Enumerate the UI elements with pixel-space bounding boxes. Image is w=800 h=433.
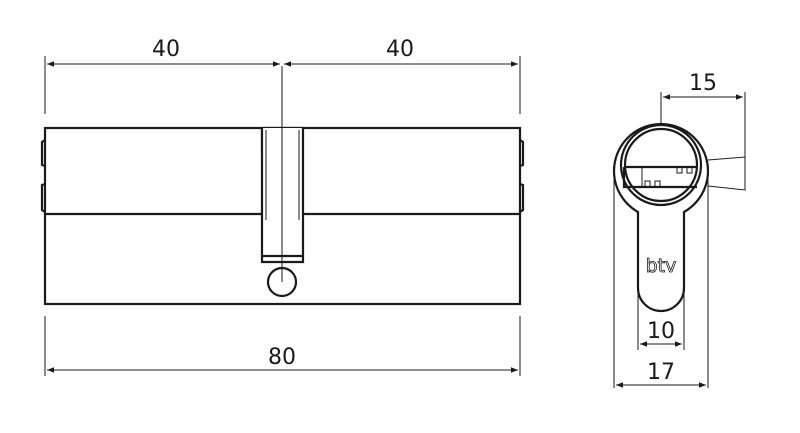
keyway	[622, 165, 698, 189]
dim-stem-width: 10	[647, 319, 675, 344]
right-end-tabs	[519, 139, 525, 213]
dim-total-length: 80	[268, 345, 296, 370]
key-pins	[641, 167, 693, 187]
side-view	[40, 66, 525, 306]
profile-view: btv	[612, 122, 746, 313]
dim-cam-offset: 15	[689, 71, 717, 96]
fixing-screw-hole	[266, 266, 298, 298]
profile-dimensions: 15 10 17	[613, 71, 746, 388]
plug-ring-inner	[623, 127, 699, 203]
dim-profile-width: 17	[647, 360, 675, 385]
brand-logo: btv	[646, 255, 677, 277]
dim-right-half: 40	[386, 37, 414, 62]
plug-ring-outer	[619, 123, 703, 207]
left-end-tabs	[40, 139, 46, 213]
profile-outline	[612, 122, 710, 313]
cam-wedge	[707, 156, 746, 191]
side-dimensions: 40 40 80	[44, 37, 521, 376]
dim-left-half: 40	[152, 37, 180, 62]
